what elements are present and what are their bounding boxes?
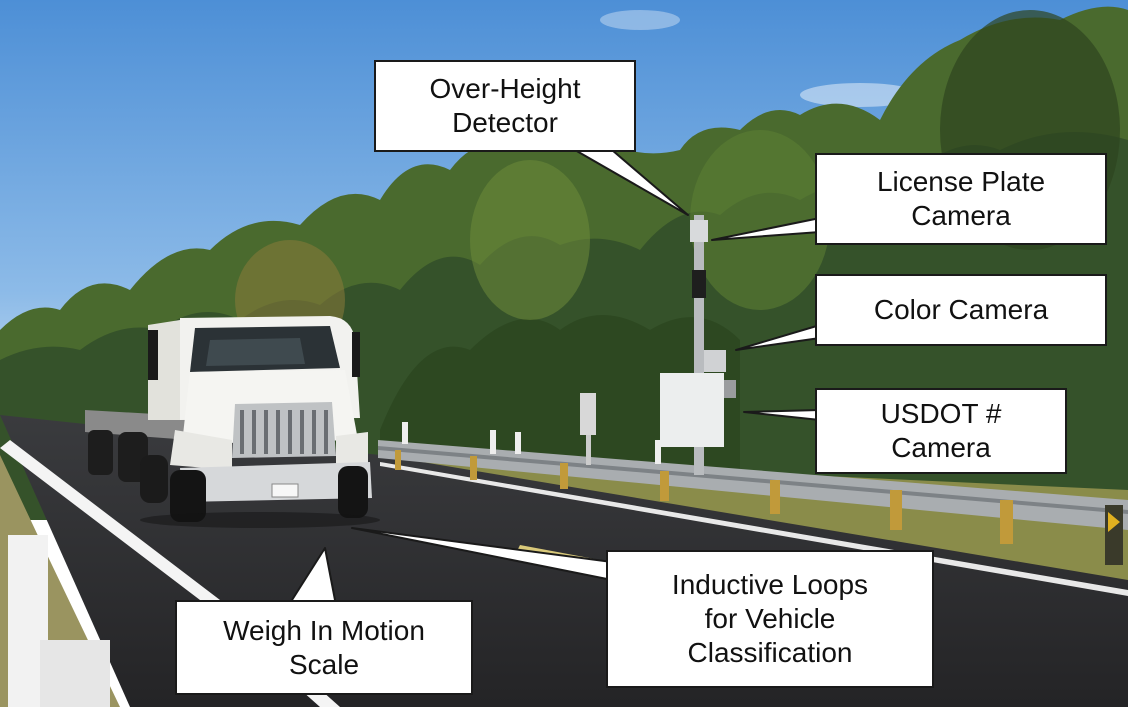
- cloud: [600, 10, 680, 30]
- inductive-loops-callout: Inductive Loops for Vehicle Classificati…: [606, 550, 934, 688]
- callout-text: USDOT #: [880, 398, 1002, 429]
- callout-text: Classification: [687, 637, 853, 668]
- callout-text: Over-Height: [429, 73, 581, 104]
- weigh-in-motion-callout: Weigh In Motion Scale: [175, 600, 473, 695]
- barrier-block: [40, 640, 110, 707]
- callout-text: Inductive Loops: [671, 569, 869, 600]
- license-plate-camera-callout: License Plate Camera: [815, 153, 1107, 245]
- over-height-pointer: [574, 149, 689, 216]
- roadside-posts: [402, 393, 661, 465]
- wim-pointer: [291, 547, 336, 601]
- inductive-pointer: [351, 527, 613, 581]
- callout-text: for Vehicle: [704, 603, 836, 634]
- license-plate-pointer: [711, 217, 821, 241]
- usdot-pointer: [743, 409, 821, 421]
- truck: [85, 316, 380, 528]
- callout-text: Weigh In Motion: [223, 614, 425, 646]
- sensor-pole: [660, 215, 736, 475]
- callout-text: Detector: [452, 107, 558, 138]
- callout-text: Camera: [891, 432, 991, 463]
- color-camera-pointer: [735, 324, 821, 351]
- color-camera-callout: Color Camera: [815, 274, 1107, 346]
- callout-text: Color Camera: [873, 294, 1049, 325]
- over-height-detector-callout: Over-Height Detector: [374, 60, 636, 152]
- usdot-camera-callout: USDOT # Camera: [815, 388, 1067, 474]
- callout-text: License Plate: [876, 166, 1046, 197]
- callout-pointers: [291, 149, 821, 601]
- callout-text: Scale: [288, 648, 360, 680]
- edge-line: [380, 462, 1128, 596]
- callout-text: Camera: [911, 200, 1011, 231]
- cloud: [800, 83, 920, 107]
- guardrail: [378, 440, 1128, 565]
